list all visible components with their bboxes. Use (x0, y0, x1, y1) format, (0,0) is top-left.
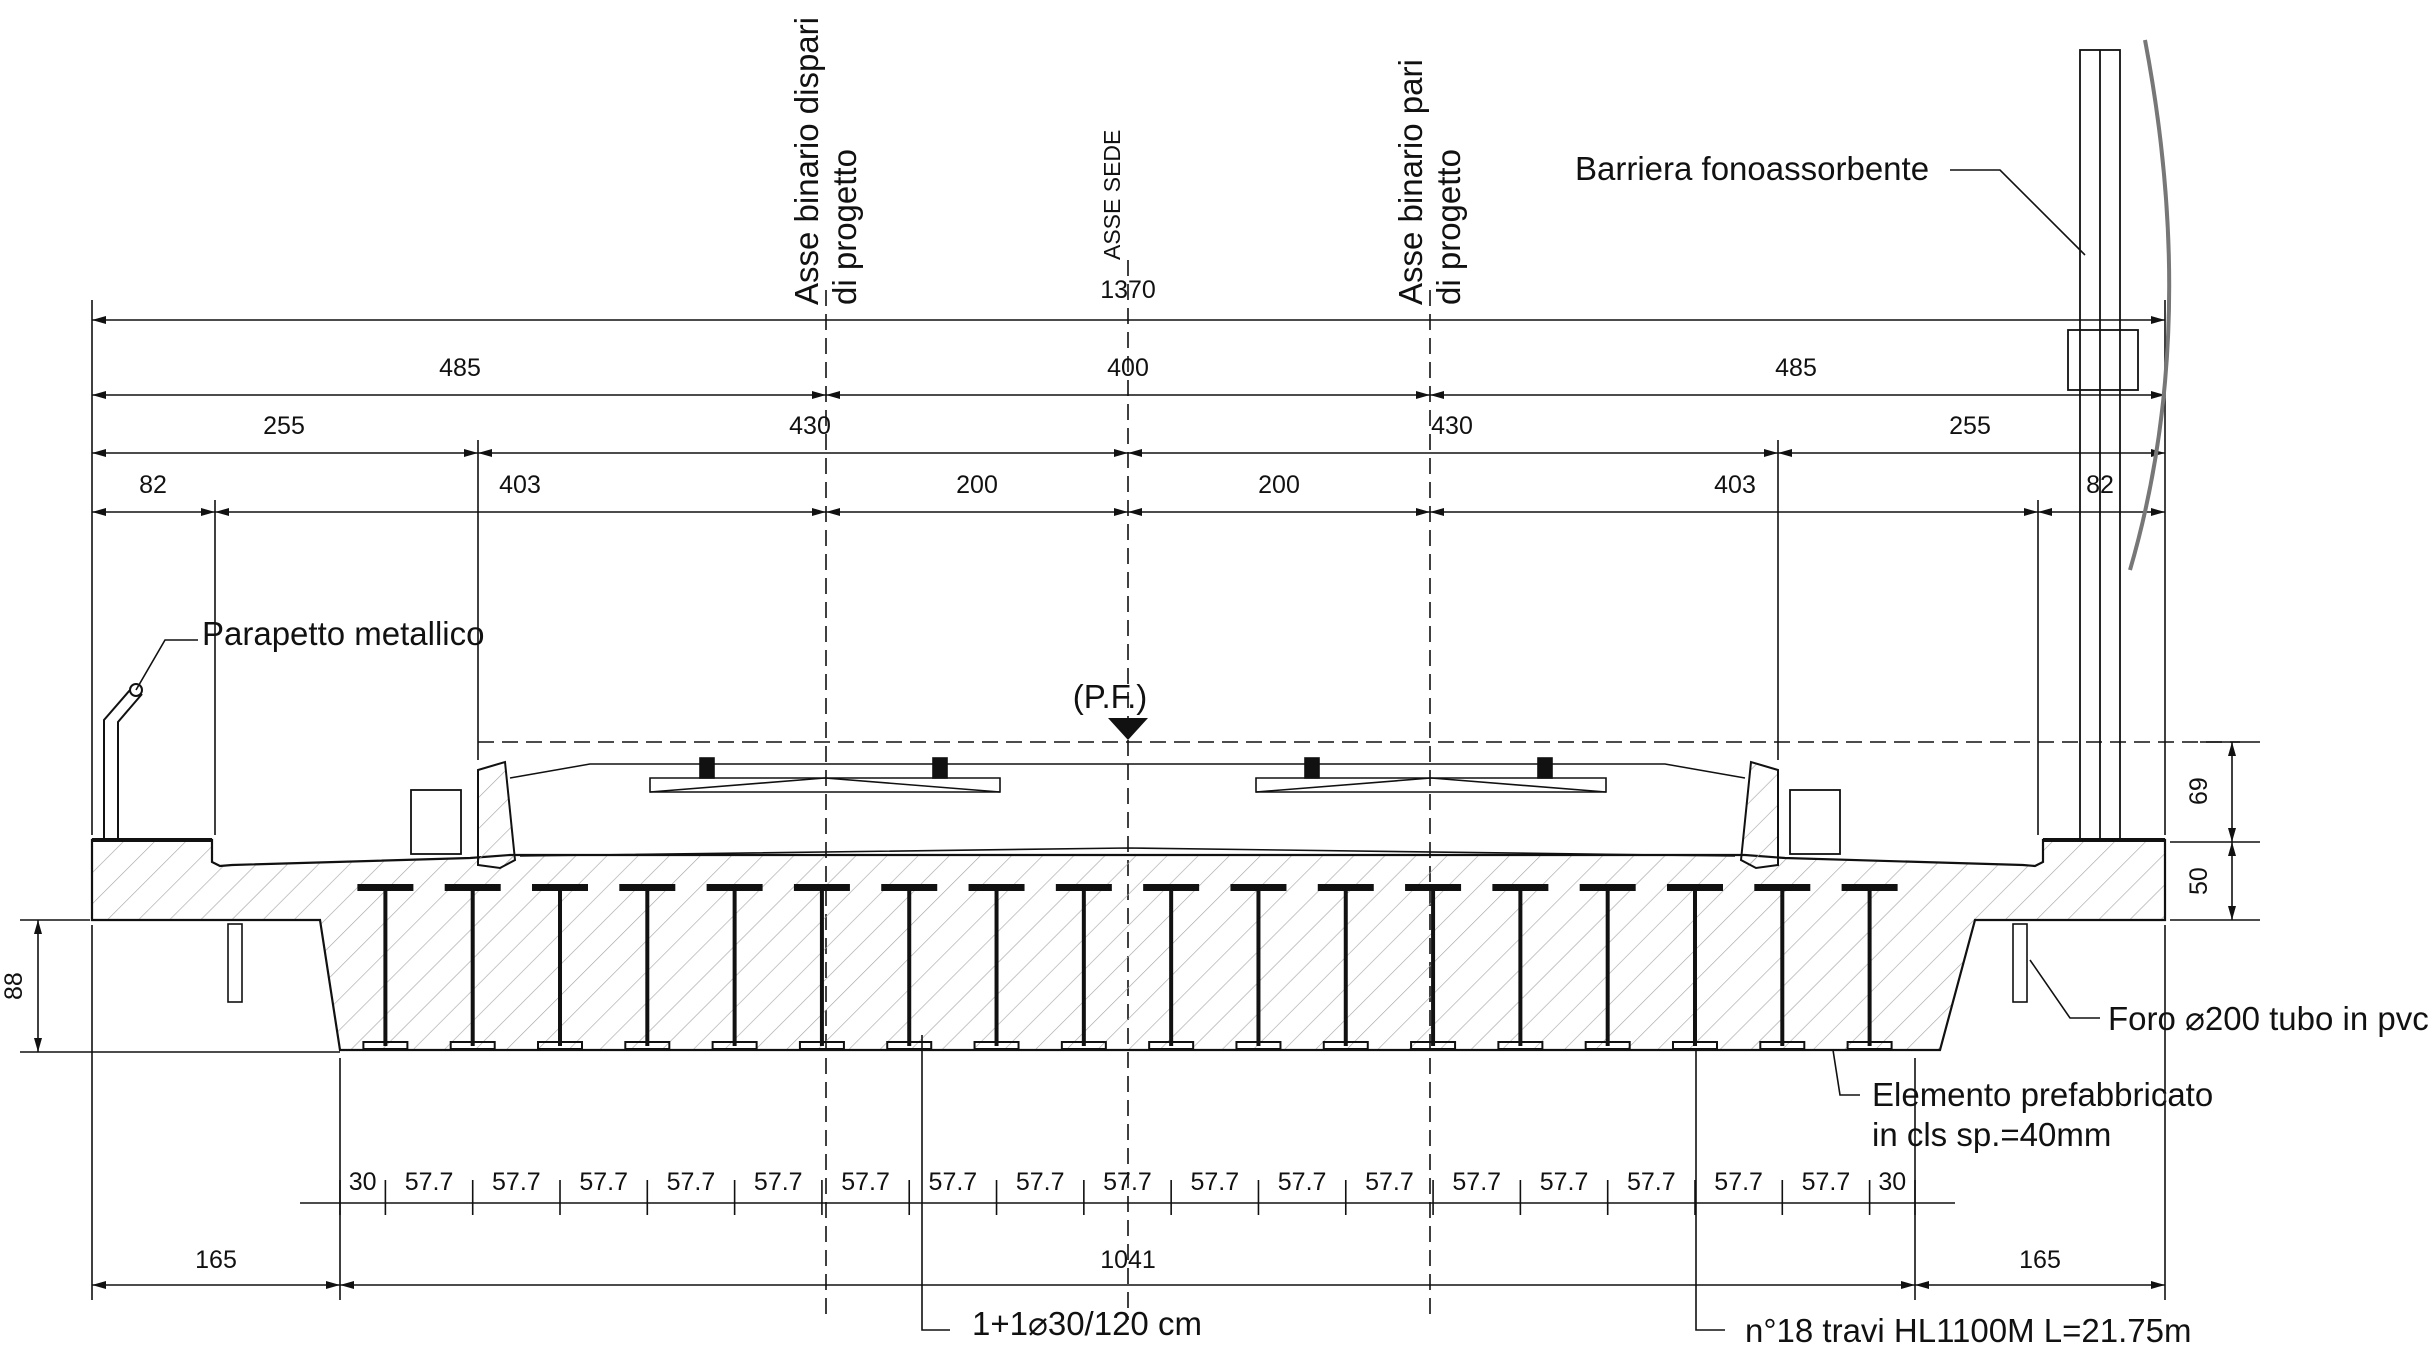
beam-dim-label: 57.7 (1365, 1168, 1414, 1196)
dim-row2-mid: 400 (1107, 354, 1149, 382)
beam-dim-label: 57.7 (405, 1168, 454, 1196)
track-sleepers (649, 757, 1607, 793)
axis-label-pari-line2: di progetto (1430, 149, 1467, 305)
beam-dim-label: 57.7 (1452, 1168, 1501, 1196)
dim-row3-b: 430 (789, 412, 831, 440)
dimension-lines-left (20, 919, 340, 1053)
label-travi: n°18 travi HL1100M L=21.75m (1745, 1312, 2191, 1349)
beam-dim-label: 57.7 (1190, 1168, 1239, 1196)
beam (1841, 884, 1898, 1050)
prefab-beams (357, 884, 1898, 1050)
dim-row4-e: 403 (1714, 471, 1756, 499)
dim-row4-b: 403 (499, 471, 541, 499)
beam (706, 884, 763, 1050)
pf-label: (P.F.) (1073, 678, 1148, 715)
beam (357, 884, 414, 1050)
curb-right (1739, 760, 1779, 870)
dim-bottom-left: 165 (195, 1246, 237, 1274)
deck-concrete (90, 838, 2167, 1052)
centerlines (825, 260, 1431, 1320)
beam (1492, 884, 1549, 1050)
dim-row4-c: 200 (956, 471, 998, 499)
dim-bottom-right: 165 (2019, 1246, 2061, 1274)
label-foro: Foro ⌀200 tubo in pvc (2108, 1000, 2429, 1037)
pf-triangle-icon (1108, 718, 1148, 740)
dim-row4-a: 82 (139, 471, 167, 499)
dim-row4-d: 200 (1258, 471, 1300, 499)
beam-dim-label: 57.7 (492, 1168, 541, 1196)
dim-bottom-mid: 1041 (1100, 1246, 1156, 1274)
beam-dim-label: 57.7 (1103, 1168, 1152, 1196)
beam-dim-label: 57.7 (1540, 1168, 1589, 1196)
beam (793, 884, 850, 1050)
axis-label-pari-line1: Asse binario pari (1392, 59, 1429, 305)
beam-dim-label: 57.7 (1714, 1168, 1763, 1196)
noise-barrier (2067, 39, 2172, 841)
beam (444, 884, 501, 1050)
label-elemento-line2: in cls sp.=40mm (1872, 1116, 2111, 1153)
axis-label-sede: ASSE SEDE (1099, 130, 1125, 260)
dimension-lines-top (91, 300, 2166, 835)
dim-overall: 1370 (1100, 276, 1156, 304)
beam-spacing-dimensions: 30 57.7 57.7 57.7 57.7 57.7 57.7 57.7 57.7 57.7 57… (339, 1168, 1916, 1215)
beam-dim-label: 57.7 (1016, 1168, 1065, 1196)
beam-dim-label: 57.7 (1802, 1168, 1851, 1196)
label-armatura: 1+1⌀30/120 cm (972, 1305, 1202, 1342)
label-parapetto: Parapetto metallico (202, 615, 484, 652)
beam (1230, 884, 1287, 1050)
dim-row3-a: 255 (263, 412, 305, 440)
beam (1405, 884, 1462, 1050)
leader-lines (135, 169, 2100, 1331)
beam-dim-label: 57.7 (667, 1168, 716, 1196)
beam (1666, 884, 1723, 1050)
dim-left-88: 88 (0, 972, 28, 1000)
beam (1317, 884, 1374, 1050)
dimension-lines-bottom (91, 925, 2166, 1300)
dim-right-50: 50 (2185, 867, 2213, 895)
axis-label-dispari-line2: di progetto (826, 149, 863, 305)
beam (1754, 884, 1811, 1050)
beam-dim-label: 57.7 (841, 1168, 890, 1196)
beam (1579, 884, 1636, 1050)
dim-row3-c: 430 (1431, 412, 1473, 440)
beam-dim-label: 57.7 (1627, 1168, 1676, 1196)
beam (1055, 884, 1112, 1050)
beam (532, 884, 589, 1050)
beam (881, 884, 938, 1050)
beam-dim-label: 57.7 (1278, 1168, 1327, 1196)
beam-dim-label: 57.7 (579, 1168, 628, 1196)
beam-dim-label: 57.7 (754, 1168, 803, 1196)
dim-row3-d: 255 (1949, 412, 1991, 440)
dim-row2-left: 485 (439, 354, 481, 382)
dim-row2-right: 485 (1775, 354, 1817, 382)
beam (1143, 884, 1200, 1050)
beam (968, 884, 1025, 1050)
dimension-lines-right (2170, 741, 2260, 921)
label-elemento-line1: Elemento prefabbricato (1872, 1076, 2213, 1113)
beam-dim-label: 57.7 (929, 1168, 978, 1196)
deck-section (90, 741, 2240, 1052)
axis-label-dispari-line1: Asse binario dispari (788, 17, 825, 305)
beam-dim-label: 30 (349, 1168, 377, 1196)
label-barriera: Barriera fonoassorbente (1575, 150, 1929, 187)
beam-dim-label: 30 (1878, 1168, 1906, 1196)
curb-left (477, 760, 517, 870)
dim-right-69: 69 (2185, 777, 2213, 805)
metal-railing (103, 683, 143, 838)
beam (619, 884, 676, 1050)
